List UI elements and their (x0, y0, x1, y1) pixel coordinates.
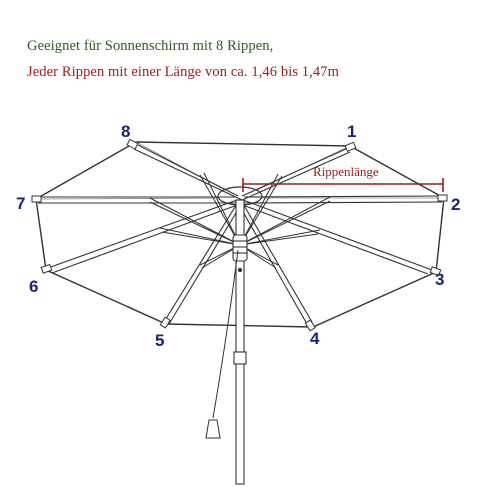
rib-number-5: 5 (155, 331, 164, 350)
pull-cord (205, 249, 239, 439)
caption-rib-count: Geeignet für Sonnenschirm mit 8 Rippen, (27, 38, 274, 54)
rib-length-label: Rippenlänge (313, 164, 379, 179)
rib-length-measure (242, 178, 444, 192)
rib-number-4: 4 (310, 329, 320, 348)
rib-number-2: 2 (451, 195, 460, 214)
caption-rib-length: Jeder Rippen mit einer Länge von ca. 1,4… (27, 64, 339, 80)
rib-number-3: 3 (435, 270, 444, 289)
struts (149, 172, 331, 269)
rib-number-8: 8 (121, 122, 130, 141)
rib-numbers: 1 2 3 4 5 6 7 8 (16, 122, 460, 350)
ribs (38, 144, 443, 325)
rib-number-7: 7 (16, 194, 25, 213)
rib-number-6: 6 (29, 277, 38, 296)
rib-number-1: 1 (347, 122, 356, 141)
cord-weight (205, 419, 221, 439)
umbrella-pole (232, 199, 248, 485)
rib-tips (31, 138, 448, 332)
